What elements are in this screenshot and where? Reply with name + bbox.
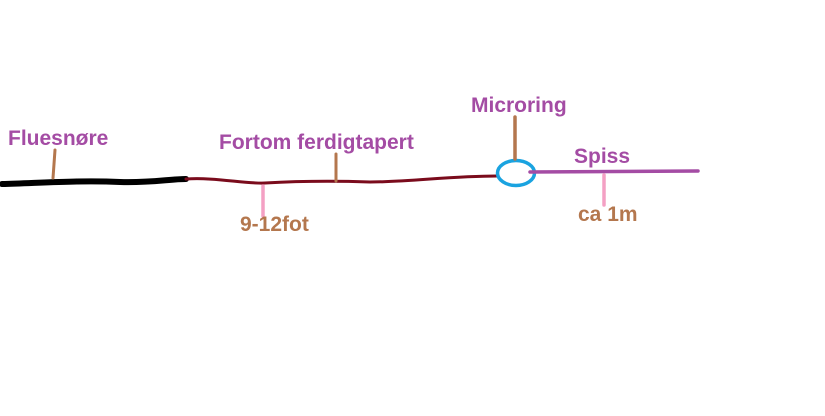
leader-segment (184, 174, 499, 185)
fly-line-pointer (51, 148, 57, 180)
tippet-label: Spiss (574, 145, 631, 168)
tippet-length-label: ca 1m (578, 203, 638, 226)
micro-ring-label: Microring (471, 94, 567, 117)
fly-line-label: Fluesnøre (8, 127, 109, 150)
fly-line-segment (0, 176, 189, 187)
leader-length-label: 9-12fot (240, 213, 309, 236)
tippet-segment (528, 169, 700, 174)
leader-label: Fortom ferdigtapert (219, 131, 414, 154)
